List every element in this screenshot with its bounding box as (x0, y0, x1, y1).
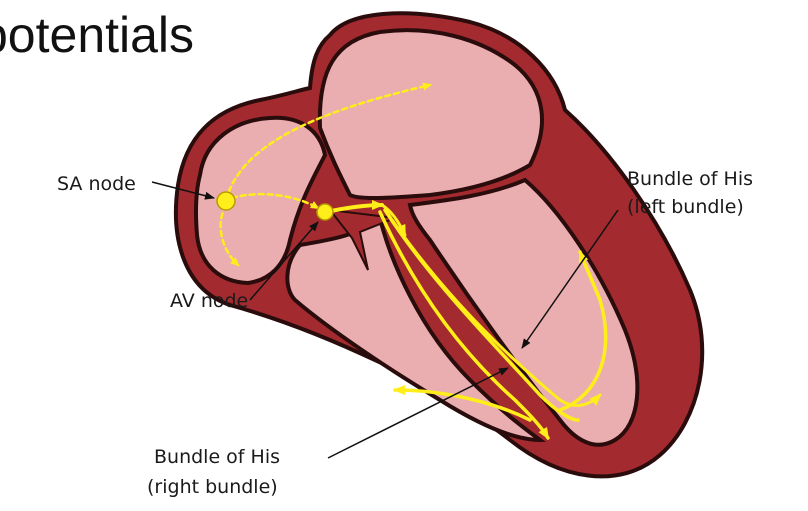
right-atrium (194, 115, 328, 286)
right-bundle-leader (327, 367, 509, 459)
left-atrium (317, 28, 544, 201)
av-node (316, 203, 334, 221)
av-node-leader (249, 221, 319, 301)
page-title: potentials (0, 7, 195, 63)
sa-node-label: SA node (57, 173, 136, 195)
right-bundle-branch (378, 210, 550, 440)
sa-node-leader (151, 181, 215, 200)
sa-to-av-pathway (230, 192, 320, 210)
sa-node (216, 191, 236, 211)
right-bundle-label-line2: (right bundle) (147, 476, 278, 498)
left-bundle-label-line1: Bundle of His (627, 168, 753, 190)
bundle-branch-upper (380, 203, 407, 237)
left-bundle-label-line2: (left bundle) (627, 196, 744, 218)
atrial-pathway-top (224, 82, 432, 202)
septum-notch (327, 208, 396, 271)
right-ventricle-wall-pathway (393, 385, 532, 422)
av-node-label: AV node (170, 290, 248, 312)
left-ventricle-wall-pathway (558, 250, 608, 412)
left-bundle-leader (521, 209, 619, 349)
right-bundle-label-line1: Bundle of His (154, 446, 280, 468)
conduction-pathways (219, 82, 608, 440)
atrial-pathway-down (219, 203, 240, 267)
left-ventricle (407, 177, 640, 447)
left-bundle-branch-2 (386, 212, 602, 407)
